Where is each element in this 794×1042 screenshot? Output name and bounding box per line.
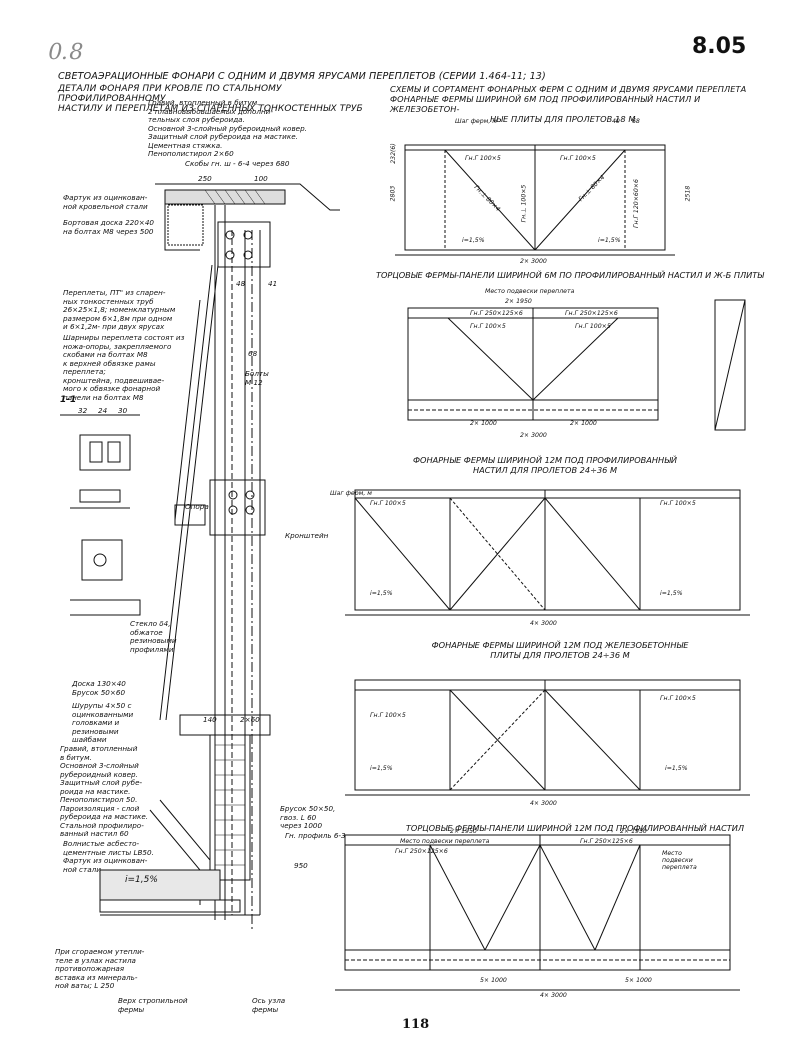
- d1-side: Гн.Г 120×60×6: [632, 179, 640, 228]
- profile-note: Гн. профиль 6-3: [285, 831, 346, 840]
- clip-note: Скобы гн. ш - 6-4 через 680: [185, 159, 290, 168]
- d2-span: 2× 3000: [520, 432, 547, 439]
- insul-note: При сгораемом утепли-теле в узлах настил…: [55, 947, 145, 990]
- d1-top-chord-r: Гн.Г 100×5: [560, 155, 596, 162]
- d3-chord-r: Гн.Г 100×5: [660, 500, 696, 507]
- d1-dim-2518: 2518: [684, 185, 692, 202]
- d1-top-chord-l: Гн.Г 100×5: [465, 155, 501, 162]
- opora-label: Опора: [185, 502, 209, 511]
- dim-32: 24: [98, 406, 108, 415]
- d1-slope-r: i=1,5%: [598, 237, 621, 244]
- bracket-label: Кронштейн: [285, 531, 329, 540]
- section-label: 1-1: [60, 395, 77, 405]
- dim-48: 48: [236, 279, 246, 288]
- dim-41: 41: [268, 279, 278, 288]
- d5-hang: Место подвески переплета: [400, 838, 490, 845]
- d2-1000-l: 2× 1000: [470, 420, 497, 427]
- d5-1950-l: 2× 1950: [450, 828, 477, 835]
- d1-dim-2803: 2803: [389, 185, 397, 202]
- d1-span: 2× 3000: [520, 258, 547, 265]
- d2-1000-r: 2× 1000: [570, 420, 597, 427]
- d1-dim-40: 68: [632, 118, 640, 125]
- d4-chord-r: Гн.Г 100×5: [660, 695, 696, 702]
- waveboard-note: Волнистые асбесто-цементные листы LB50. …: [63, 839, 154, 874]
- d4-chord-l: Гн.Г 100×5: [370, 712, 406, 719]
- dim-24b: 30: [118, 406, 128, 415]
- d4-slope-l: i=1,5%: [370, 765, 393, 772]
- slope-left: i=1,5%: [125, 875, 158, 885]
- d1-step: Шаг ферм, м: [455, 118, 497, 125]
- dim-950: 950: [294, 861, 308, 870]
- truss-3: [345, 489, 750, 616]
- d3-slope-r: i=1,5%: [660, 590, 683, 597]
- left-subtitle: ДЕТАЛИ ФОНАРЯ ПРИ КРОВЛЕ ПО СТАЛЬНОМУ ПР…: [58, 84, 363, 114]
- frames-note: Переплеты, ПТ" из спарен-ных тонкостенны…: [63, 288, 176, 331]
- truss-2: [407, 299, 746, 431]
- dim-250: 250: [198, 174, 212, 183]
- dim-140: 140: [203, 715, 217, 724]
- d5-1000-l: 5× 1000: [480, 977, 507, 984]
- page-code: 8.05: [692, 34, 747, 59]
- d2-title: ТОРЦОВЫЕ ФЕРМЫ-ПАНЕЛИ ШИРИНОЙ 6М ПО ПРОФ…: [375, 270, 765, 280]
- d1-post: Гн.⊥ 100×5: [520, 184, 528, 223]
- page-number: 118: [402, 1017, 430, 1032]
- d5-1000-r: 5× 1000: [625, 977, 652, 984]
- truss-5: [335, 834, 740, 991]
- d5-top-l: Гн.Г 250×125×6: [395, 848, 448, 855]
- dim-100: 100: [254, 174, 268, 183]
- dim-24a: 32: [78, 406, 88, 415]
- d2-1950: 2× 1950: [505, 298, 532, 305]
- d3-span: 4× 3000: [530, 620, 557, 627]
- d2-chord-l: Гн.Г 100×5: [470, 323, 506, 330]
- d5-1950-r: 2× 1950: [620, 828, 647, 835]
- d5-top-r: Гн.Г 250×125×6: [580, 838, 633, 845]
- d1-dim-135: 40: [612, 118, 620, 125]
- d4-title: ФОНАРНЫЕ ФЕРМЫ ШИРИНОЙ 12М ПОД ЖЕЛЕЗОБЕТ…: [431, 640, 689, 660]
- d5-span: 4× 3000: [540, 992, 567, 999]
- truss-1: [395, 144, 675, 256]
- d5-hang-r: Место подвески переплета: [662, 850, 697, 871]
- d3-slope-l: i=1,5%: [370, 590, 393, 597]
- d3-step: Шаг ферм, м: [330, 490, 372, 497]
- d3-chord-l: Гн.Г 100×5: [370, 500, 406, 507]
- d1-slope-l: i=1,5%: [462, 237, 485, 244]
- dim-2x60: 2×60: [240, 715, 260, 724]
- d5-title: ТОРЦОВЫЕ ФЕРМЫ-ПАНЕЛИ ШИРИНОЙ 12М ПОД ПР…: [405, 823, 745, 833]
- d4-span: 4× 3000: [530, 800, 557, 807]
- right-title: СХЕМЫ И СОРТАМЕНТ ФОНАРНЫХ ФЕРМ С ОДНИМ …: [390, 84, 747, 124]
- roof-layers-top: Гравий, втопленный в битум.2 плавновыбов…: [148, 98, 307, 158]
- d2-chord-r: Гн.Г 100×5: [575, 323, 611, 330]
- d4-slope-r: i=1,5%: [665, 765, 688, 772]
- flashing-note: Фартук из оцинкован-ной кровельной стали: [63, 193, 148, 211]
- d2-hang: Место подвески переплета: [485, 288, 575, 295]
- left-title: СВЕТОАЭРАЦИОННЫЕ ФОНАРИ С ОДНИМ И ДВУМЯ …: [58, 71, 546, 82]
- d3-title-1: ФОНАРНЫЕ ФЕРМЫ ШИРИНОЙ 12М ПОД ПРОФИЛИРО…: [412, 455, 678, 475]
- truss-4: [345, 679, 750, 796]
- d2-top-r: Гн.Г 250×125×6: [565, 310, 618, 317]
- dim-68: 68: [248, 349, 258, 358]
- d1-dim-232: 232(6): [389, 143, 397, 164]
- d2-top-l: Гн.Г 250×125×6: [470, 310, 523, 317]
